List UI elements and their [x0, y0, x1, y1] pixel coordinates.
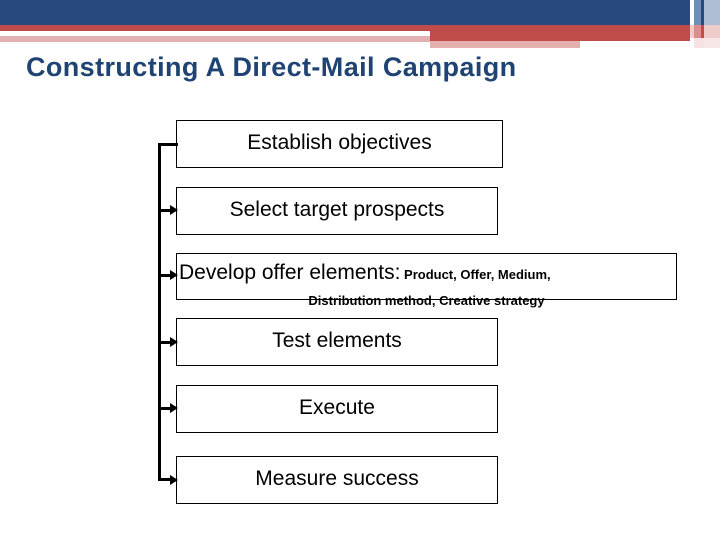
banner-white-band-right	[580, 41, 690, 45]
connector-to-step-5	[158, 407, 174, 410]
banner-stripe-1	[690, 0, 694, 25]
banner-stripe-11	[704, 38, 720, 48]
connector-to-step-6	[158, 478, 174, 481]
banner-stripe-8	[704, 25, 720, 38]
banner-red-band	[0, 25, 690, 36]
flow-step-box-1[interactable]: Establish objectives	[176, 120, 503, 168]
banner-stripe-7	[701, 25, 704, 38]
flow-step-label-6: Measure success	[255, 467, 419, 490]
banner-stripe-4	[704, 0, 720, 25]
flow-step-label-3: Develop offer elements: Product, Offer, …	[179, 261, 678, 285]
flow-step-box-4[interactable]: Test elements	[176, 318, 498, 366]
arrowhead-step-4-icon	[170, 337, 178, 347]
banner-stripe-5	[690, 25, 694, 38]
flow-step-box-3[interactable]: Develop offer elements: Product, Offer, …	[176, 253, 678, 308]
connector-vertical-spine	[158, 143, 161, 481]
banner-navy-band	[0, 0, 690, 25]
connector-to-step-3	[158, 274, 174, 277]
flow-step-label-4: Test elements	[272, 329, 402, 352]
arrowhead-step-5-icon	[170, 403, 178, 413]
banner-pink-band-left	[0, 36, 430, 42]
page-title: Constructing A Direct-Mail Campaign	[26, 52, 517, 82]
connector-to-step-2	[158, 209, 174, 212]
banner-stripe-10	[694, 38, 704, 48]
banner-white-notch	[0, 31, 430, 36]
flow-step-box-5[interactable]: Execute	[176, 385, 498, 433]
banner-stripe-3	[701, 0, 704, 25]
arrowhead-step-6-icon	[170, 475, 178, 485]
flow-step-label-2: Select target prospects	[229, 198, 445, 221]
banner-stripe-2	[694, 0, 701, 25]
flow-step-box-6[interactable]: Measure success	[176, 456, 498, 504]
flow-step-label-1: Establish objectives	[247, 131, 432, 154]
flow-step-label-5: Execute	[299, 396, 375, 419]
flow-step-detail-3-second-line: Distribution method, Creative strategy	[308, 293, 545, 308]
flow-step-detail-3-inline: Product, Offer, Medium,	[400, 267, 551, 282]
banner-stripe-9	[690, 38, 694, 48]
decorative-header-banner	[0, 0, 720, 48]
flow-step-label-3-main: Develop offer elements:	[179, 261, 401, 284]
connector-to-step-4	[158, 341, 174, 344]
connector-to-step-1	[158, 143, 178, 146]
arrowhead-step-3-icon	[170, 270, 178, 280]
arrowhead-step-2-icon	[170, 205, 178, 215]
flow-step-box-2[interactable]: Select target prospects	[176, 187, 498, 235]
banner-stripe-6	[694, 25, 701, 38]
banner-red-band-right	[430, 25, 690, 41]
banner-pink-band-right	[430, 41, 580, 48]
